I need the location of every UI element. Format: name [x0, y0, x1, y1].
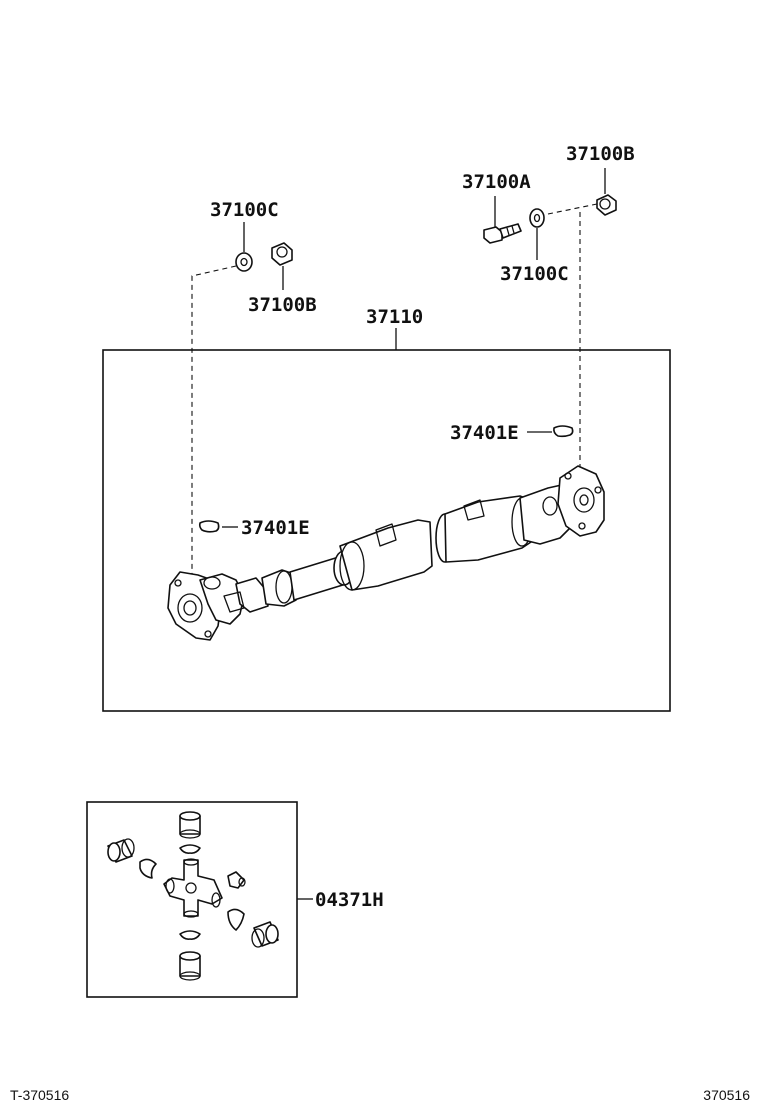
washer-top-right[interactable]: [529, 208, 545, 228]
label-37110: 37110: [366, 306, 423, 328]
footer-right-code: 370516: [703, 1087, 750, 1103]
nut-top-left[interactable]: [271, 242, 293, 266]
snap-ring-right[interactable]: [553, 425, 574, 438]
footer-left-code: T-370516: [10, 1087, 69, 1103]
dashed-guide-top-right: [547, 203, 598, 215]
label-37100b-top-right: 37100B: [566, 143, 635, 165]
shaft-assembly-frame: [102, 349, 671, 712]
label-37100c-top-right: 37100C: [500, 263, 569, 285]
bolt-top-right[interactable]: [483, 223, 522, 244]
label-37401e-left: 37401E: [241, 517, 310, 539]
label-37100c-top-left: 37100C: [210, 199, 279, 221]
label-37100b-top-left: 37100B: [248, 294, 317, 316]
label-37100a-top-right: 37100A: [462, 171, 531, 193]
label-04371h: 04371H: [315, 889, 384, 911]
dashed-guide-left: [191, 265, 237, 575]
propeller-shaft[interactable]: [167, 465, 605, 641]
nut-top-right[interactable]: [596, 194, 617, 216]
snap-ring-left[interactable]: [198, 520, 220, 533]
washer-top-left[interactable]: [235, 252, 253, 272]
spider-kit-parts[interactable]: [107, 811, 279, 981]
label-37401e-right: 37401E: [450, 422, 519, 444]
